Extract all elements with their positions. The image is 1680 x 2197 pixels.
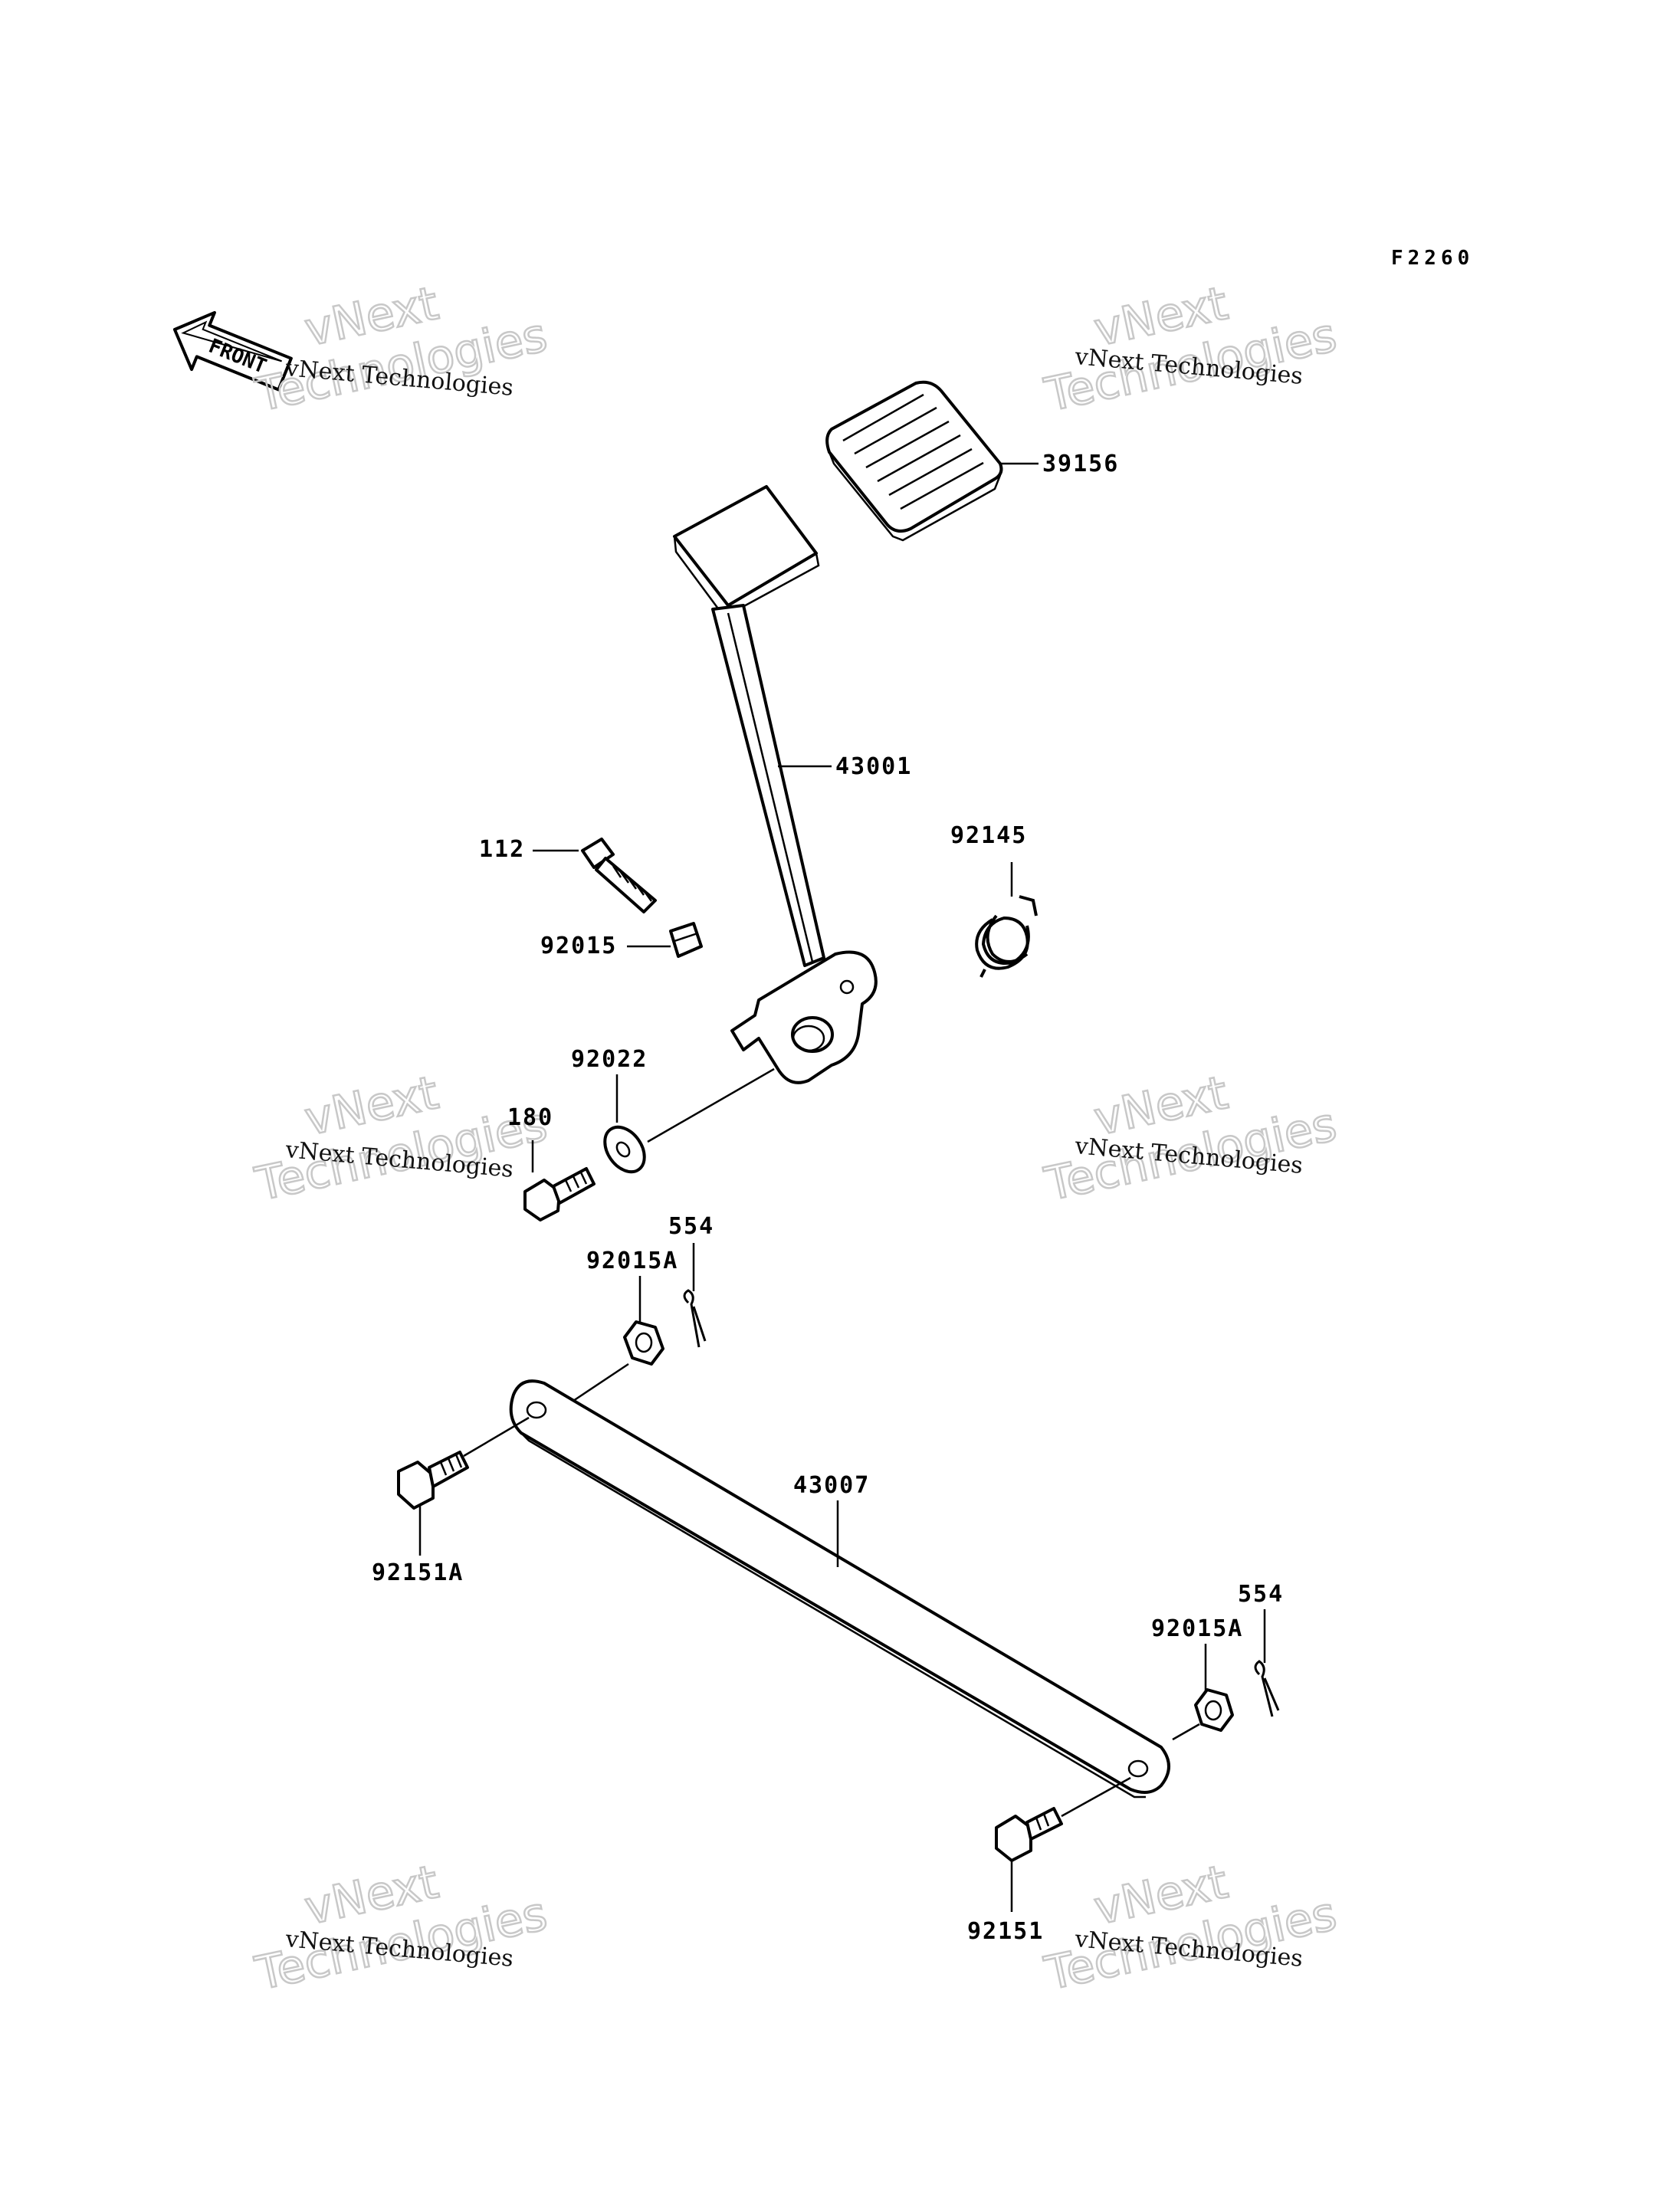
brake-rod-43007 — [509, 1379, 1170, 1799]
washer-92022 — [603, 1067, 775, 1174]
nut-92015A-lower — [1172, 1644, 1234, 1741]
bolt-180 — [523, 1140, 596, 1221]
part-label-92151A: 92151A — [372, 1559, 464, 1586]
part-label-92145: 92145 — [950, 822, 1027, 849]
part-label-43007: 43007 — [793, 1472, 870, 1499]
cotter-pin-554-upper — [683, 1243, 707, 1348]
cotter-pin-554-lower — [1254, 1609, 1280, 1717]
pedal-pad-39156 — [825, 380, 1039, 542]
bolt-92151A — [397, 1416, 530, 1556]
spring-92145 — [975, 862, 1038, 978]
nut-92015 — [627, 922, 703, 958]
part-label-92015A-lower: 92015A — [1151, 1615, 1243, 1642]
bolt-92151 — [995, 1776, 1131, 1912]
part-label-554-upper: 554 — [668, 1213, 714, 1240]
brake-pedal-43001 — [673, 485, 878, 1084]
part-label-39156: 39156 — [1042, 451, 1119, 477]
diagram-code: F2260 — [1391, 247, 1474, 270]
part-label-92022: 92022 — [571, 1046, 648, 1073]
part-label-554-lower: 554 — [1238, 1581, 1284, 1608]
bolt-112 — [533, 838, 657, 913]
nut-92015A-upper — [570, 1276, 664, 1404]
part-label-180: 180 — [507, 1104, 553, 1131]
part-label-43001: 43001 — [835, 753, 912, 780]
part-label-92015: 92015 — [540, 933, 617, 959]
part-label-112: 112 — [479, 836, 525, 863]
part-label-92151: 92151 — [967, 1918, 1044, 1945]
part-label-92015A-upper: 92015A — [586, 1248, 678, 1274]
